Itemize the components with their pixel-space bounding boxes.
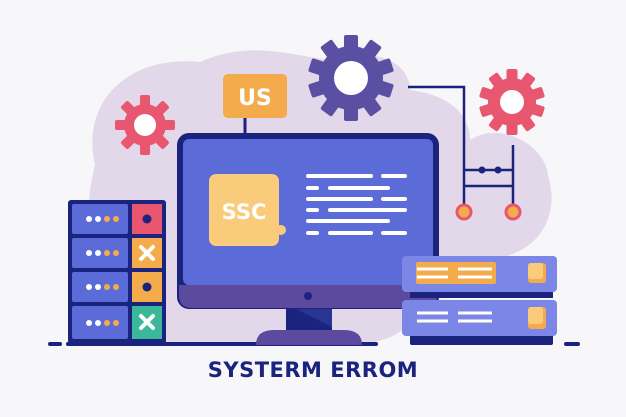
connector-node-left bbox=[455, 203, 473, 221]
caption-title: SYSTERM ERROM bbox=[207, 358, 419, 382]
rack-row-3 bbox=[72, 272, 162, 302]
rack-row-2 bbox=[72, 238, 162, 268]
pink-gear-left-icon bbox=[115, 95, 175, 155]
purple-gear-icon bbox=[308, 35, 394, 121]
screen-text-lines bbox=[306, 174, 407, 235]
us-tag: US bbox=[223, 74, 287, 135]
connector-node-right bbox=[504, 203, 522, 221]
pink-gear-right-icon bbox=[479, 69, 545, 135]
rack-row-1 bbox=[72, 204, 162, 234]
us-tag-label: US bbox=[238, 86, 272, 111]
ssc-message-bubble: SSC bbox=[209, 174, 286, 246]
server-rack bbox=[68, 200, 166, 344]
server-drawers bbox=[402, 256, 557, 345]
rack-row-4 bbox=[72, 306, 162, 339]
ssc-label: SSC bbox=[222, 200, 267, 224]
